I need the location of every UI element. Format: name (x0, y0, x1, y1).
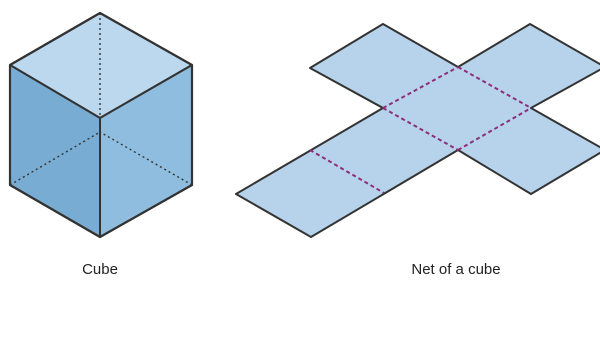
cube-drawing (8, 11, 194, 239)
net-caption: Net of a cube (411, 261, 500, 278)
net-outline (235, 23, 600, 238)
net-fold-line-4 (457, 107, 532, 151)
net-fold-line-3 (382, 107, 459, 151)
cube-caption: Cube (82, 261, 118, 278)
net-fold-line-1 (382, 66, 459, 109)
net-fold-line-5 (309, 149, 385, 194)
net-drawing (235, 23, 600, 238)
